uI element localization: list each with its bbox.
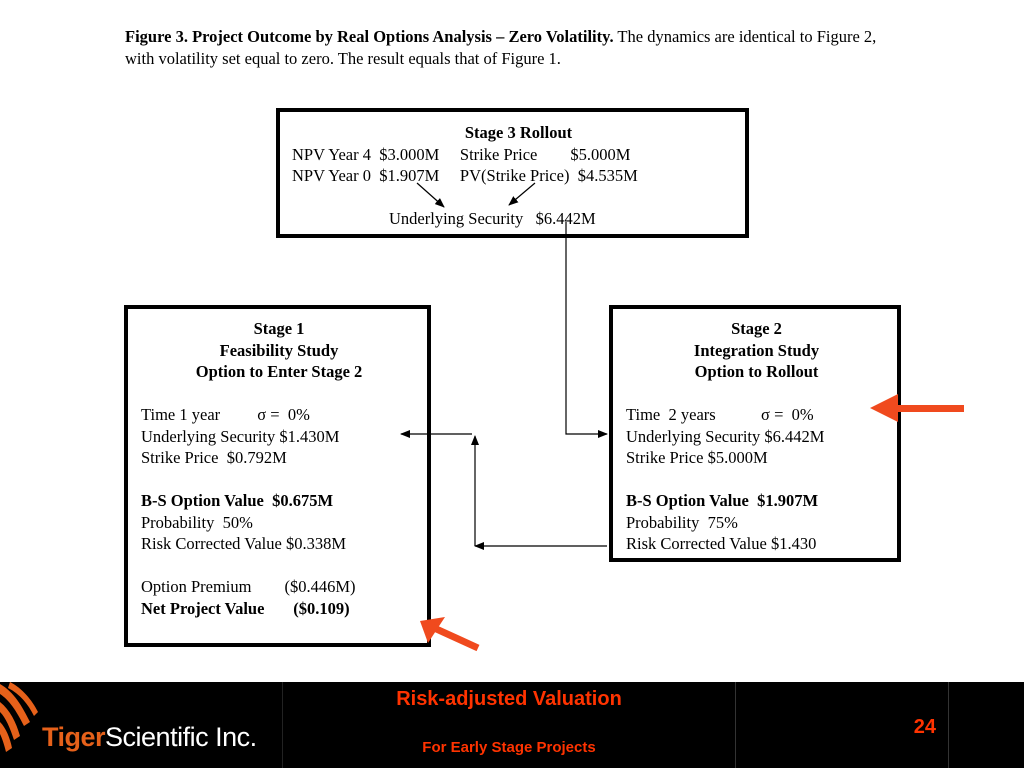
logo-tiger: Tiger <box>42 722 106 752</box>
footer-subtitle: For Early Stage Projects <box>422 739 596 756</box>
footer-page-panel: 24 <box>734 682 949 768</box>
stage2-time: Time 2 years σ = 0% <box>626 405 814 424</box>
stage3-title: Stage 3 Rollout <box>464 123 573 142</box>
stage1-risk-corrected: Risk Corrected Value $0.338M <box>141 534 347 553</box>
stage1-strike: Strike Price $0.792M <box>141 448 287 467</box>
stage2-title: Stage 2 <box>731 319 782 338</box>
stage1-underlying: Underlying Security $1.430M <box>141 426 340 446</box>
stage1-bs-value: B-S Option Value $0.675M <box>141 491 334 510</box>
footer-bar: TigerScientific Inc. Risk-adjusted Valua… <box>0 682 1024 768</box>
stage3-box: Stage 3 Rollout NPV Year 4 $3.000M Strik… <box>276 108 749 238</box>
stage3-line2: NPV Year 0 $1.907M PV(Strike Price) $4.5… <box>292 166 638 185</box>
page-number: 24 <box>913 716 936 738</box>
caption-text: The dynamics are identical to Figure 2, … <box>125 27 877 68</box>
footer-title: Risk-adjusted Valuation <box>396 688 622 710</box>
company-logo: TigerScientific Inc. <box>0 682 282 768</box>
stage2-box: Stage 2 Integration Study Option to Roll… <box>609 305 901 562</box>
stage1-option: Option to Enter Stage 2 <box>195 362 363 381</box>
stage1-time: Time 1 year σ = 0% <box>141 405 310 424</box>
stage1-probability: Probability 50% <box>141 512 253 532</box>
stage3-underlying: Underlying Security $6.442M <box>389 209 596 228</box>
stage2-strike: Strike Price $5.000M <box>626 448 768 467</box>
figure-caption: Figure 3. Project Outcome by Real Option… <box>125 26 905 70</box>
stage1-premium: Option Premium ($0.446M) <box>141 577 356 596</box>
stage1-box: Stage 1 Feasibility Study Option to Ente… <box>124 305 431 647</box>
stage3-to-stage2-arrow <box>565 222 608 438</box>
logo-scientific: Scientific Inc. <box>105 722 257 752</box>
stage2-option: Option to Rollout <box>694 362 819 381</box>
stage2-risk-corrected: Risk Corrected Value $1.430 <box>626 534 817 553</box>
stage2-subtitle: Integration Study <box>693 340 820 360</box>
caption-bold: Figure 3. Project Outcome by Real Option… <box>125 27 614 46</box>
stage1-title: Stage 1 <box>253 319 305 338</box>
stage2-underlying: Underlying Security $6.442M <box>626 426 825 446</box>
stage1-subtitle: Feasibility Study <box>219 340 339 360</box>
stage1-net-value: Net Project Value ($0.109) <box>141 598 350 618</box>
stage3-line1: NPV Year 4 $3.000M Strike Price $5.000M <box>292 144 631 164</box>
stage2-probability: Probability 75% <box>626 512 738 532</box>
footer-title-panel: Risk-adjusted Valuation For Early Stage … <box>282 682 736 768</box>
tiger-stripes-icon <box>0 682 42 768</box>
logo-wordmark: TigerScientific Inc. <box>42 722 257 753</box>
stage2-bs-value: B-S Option Value $1.907M <box>626 491 819 510</box>
